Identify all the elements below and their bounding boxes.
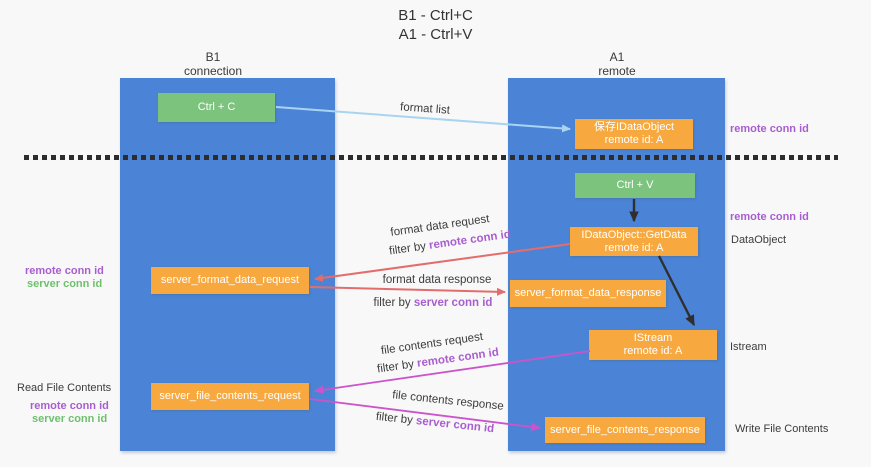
label-read-file-contents: Read File Contents <box>17 382 112 394</box>
label-file-contents-response: file contents response <box>391 389 505 413</box>
server-format-data-request-label: server_format_data_request <box>160 274 300 286</box>
lifeline-a1-role: remote <box>598 64 636 78</box>
label-filter-by-server-1: filter by server conn id <box>374 297 493 309</box>
server-file-contents-response-label: server_file_contents_response <box>550 423 700 436</box>
box-idataobject-getdata: IDataObject::GetData remote id: A <box>570 227 698 256</box>
getdata-line2: remote id: A <box>604 241 664 254</box>
box-ctrl-c: Ctrl + C <box>158 93 275 122</box>
filter-by-text: filter by <box>373 297 414 309</box>
save-idataobject-line1: 保存IDataObject <box>593 121 675 133</box>
label-write-file-contents: Write File Contents <box>735 423 829 435</box>
label-dataobject: DataObject <box>731 234 787 246</box>
box-ctrl-v: Ctrl + V <box>575 173 695 198</box>
lifeline-a1-name: A1 <box>609 50 625 64</box>
server-conn-id-text: server conn id <box>413 297 493 309</box>
lifeline-header-a1: A1 remote <box>598 50 635 78</box>
title-line-2: A1 - Ctrl+V <box>398 26 473 43</box>
title-line-1: B1 - Ctrl+C <box>398 7 473 24</box>
phase-separator-dashed-line <box>24 155 838 160</box>
label-remote-conn-id-right-1: remote conn id <box>730 123 809 135</box>
box-istream: IStream remote id: A <box>589 330 717 360</box>
page-title: B1 - Ctrl+C A1 - Ctrl+V <box>0 6 871 44</box>
box-save-idataobject: 保存IDataObject remote id: A <box>575 119 693 149</box>
label-filter-by-server-2: filter by server conn id <box>375 411 494 435</box>
box-server-file-contents-response: server_file_contents_response <box>545 417 705 443</box>
label-format-list: format list <box>399 101 451 117</box>
filter-by-text: filter by <box>388 239 430 258</box>
label-server-conn-id-left-1: server conn id <box>27 278 103 290</box>
istream-line2: remote id: A <box>623 345 683 357</box>
lifeline-b1-role: connection <box>183 64 243 78</box>
label-server-conn-id-left-2: server conn id <box>32 413 108 425</box>
lifeline-header-b1: B1 connection <box>184 50 242 78</box>
server-format-data-response-label: server_format_data_response <box>514 287 662 299</box>
label-remote-conn-id-left-2: remote conn id <box>30 400 109 412</box>
box-server-format-data-response: server_format_data_response <box>510 280 666 307</box>
lifeline-b1-name: B1 <box>205 50 221 64</box>
label-remote-conn-id-right-2: remote conn id <box>730 211 809 223</box>
save-idataobject-line2: remote id: A <box>604 134 664 146</box>
getdata-line1: IDataObject::GetData <box>581 228 687 241</box>
arrow-format-data-response <box>309 286 506 296</box>
filter-by-text: filter by <box>375 410 417 427</box>
filter-by-text: filter by <box>376 357 418 376</box>
istream-line1: IStream <box>633 332 673 344</box>
label-format-data-response: format data response <box>382 274 492 286</box>
box-server-file-contents-request: server_file_contents_request <box>151 383 309 410</box>
box-server-format-data-request: server_format_data_request <box>151 267 309 294</box>
server-conn-id-text: server conn id <box>415 415 495 436</box>
label-remote-conn-id-left-1: remote conn id <box>25 265 104 277</box>
server-file-contents-request-label: server_file_contents_request <box>159 390 301 402</box>
ctrl-v-label: Ctrl + V <box>616 179 654 191</box>
ctrl-c-label: Ctrl + C <box>197 101 236 113</box>
remote-conn-id-text: remote conn id <box>428 228 512 252</box>
label-istream: Istream <box>730 341 767 353</box>
